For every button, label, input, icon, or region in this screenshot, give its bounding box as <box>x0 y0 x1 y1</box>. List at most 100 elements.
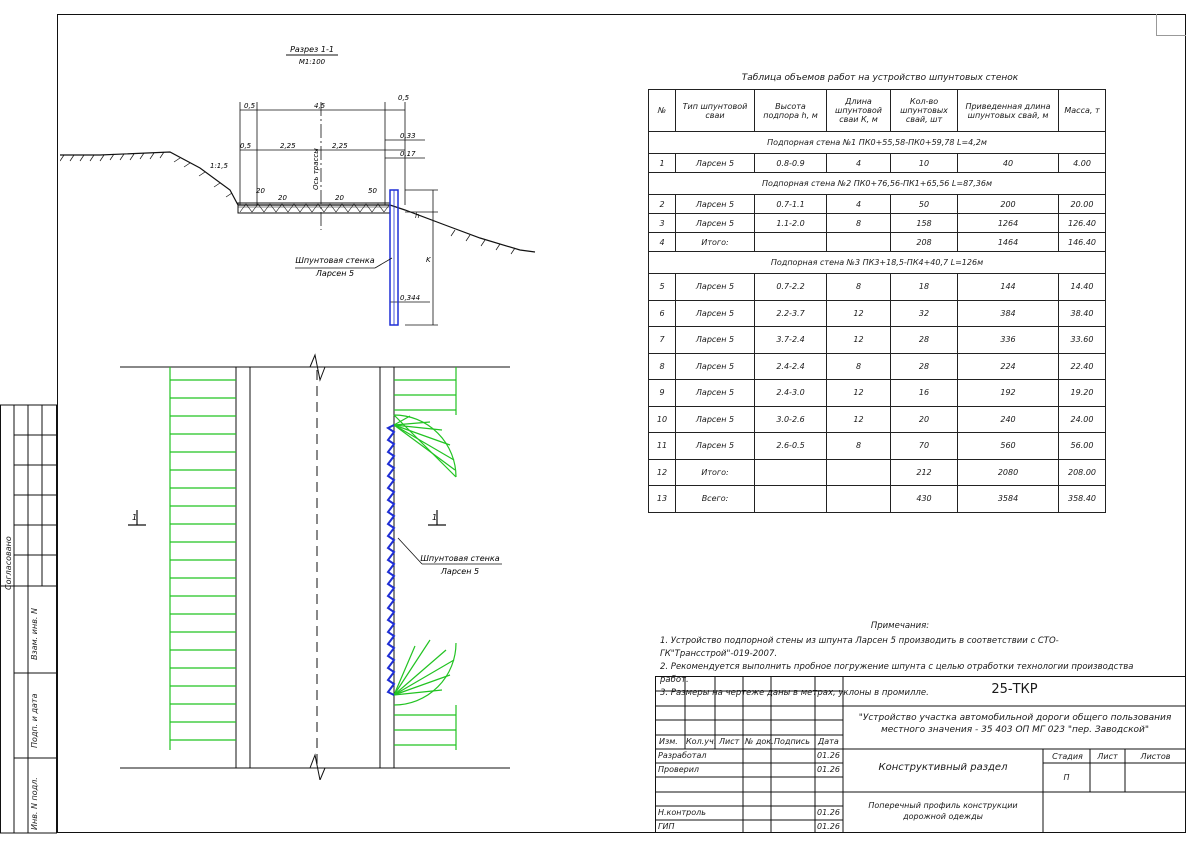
table-cell: 12 <box>826 405 891 433</box>
section-wall-label-2: Ларсен 5 <box>315 269 354 278</box>
table-cell: Всего: <box>675 485 755 513</box>
table-cell: 146.40 <box>1058 232 1106 252</box>
group-caption-row: Подпорная стена №1 ПК0+55,58-ПК0+59,78 L… <box>648 131 1106 154</box>
plan-marker-left: 1 <box>132 513 137 522</box>
dim-second-left: 0,5 <box>240 142 252 150</box>
table-cell: 1264 <box>957 213 1059 233</box>
table-cell: Ларсен 5 <box>675 405 755 433</box>
table-cell: 16 <box>890 379 958 407</box>
dim-s3: 20 <box>335 194 344 202</box>
stamp-date: 01.26 <box>817 765 840 774</box>
stamp-col-header: Лист <box>719 737 740 746</box>
plan-sheet-pile <box>386 424 396 696</box>
stamp-section-name: Конструктивный раздел <box>878 762 1008 773</box>
table-cell: 0.7-1.1 <box>754 194 827 214</box>
table-cell: 33.60 <box>1058 326 1106 354</box>
frame-corner-box <box>1156 14 1186 36</box>
table-cell: 3.0-2.6 <box>754 405 827 433</box>
table-cell: 12 <box>826 326 891 354</box>
group-caption: Подпорная стена №3 ПК3+18,5-ПК4+40,7 L=1… <box>648 251 1106 274</box>
stamp-role: Проверил <box>658 765 700 774</box>
stamp-stage-label: Стадия <box>1052 752 1083 761</box>
table-cell: 12 <box>826 299 891 327</box>
table-cell: 22.40 <box>1058 352 1106 380</box>
table-cell: 8 <box>826 432 891 460</box>
table-cell: 18 <box>890 273 958 301</box>
table-cell: Ларсен 5 <box>675 153 755 173</box>
table-cell: 10 <box>890 153 958 173</box>
table-cell: Ларсен 5 <box>675 213 755 233</box>
dim-s2: 20 <box>278 194 287 202</box>
col-header: Высота подпора h, м <box>754 89 827 132</box>
side-strip <box>0 404 57 834</box>
plan-wall-label-2: Ларсен 5 <box>440 567 479 576</box>
table-cell: 144 <box>957 273 1059 301</box>
side-label-inv-orig: Инв. N подл. <box>30 777 39 830</box>
col-header: Приведенная длина шпунтовых свай, м <box>957 89 1059 132</box>
stamp-date: 01.26 <box>817 751 840 760</box>
section-title: Разрез 1-1 <box>290 45 334 54</box>
dim-h: h <box>415 212 419 220</box>
table-cell: Ларсен 5 <box>675 379 755 407</box>
note-item: 2. Рекомендуется выполнить пробное погру… <box>660 662 1134 685</box>
stamp-date: 01.26 <box>817 808 840 817</box>
table-cell: 14.40 <box>1058 273 1106 301</box>
stamp-sheets-label: Листов <box>1140 752 1171 761</box>
table-cell: Ларсен 5 <box>675 299 755 327</box>
table-cell: 4 <box>648 232 676 252</box>
table-cell: 20 <box>890 405 958 433</box>
table-cell <box>826 458 891 486</box>
col-header: Тип шпунтовой сваи <box>675 89 755 132</box>
table-cell: 4.00 <box>1058 153 1106 173</box>
table-cell: 28 <box>890 352 958 380</box>
section-wall-label-1: Шпунтовая стенка <box>295 256 374 265</box>
stamp-col-header: Подпись <box>774 737 810 746</box>
table-cell: 38.40 <box>1058 299 1106 327</box>
table-cell: 19.20 <box>1058 379 1106 407</box>
table-cell: 384 <box>957 299 1059 327</box>
table-cell: 2.2-3.7 <box>754 299 827 327</box>
table-cell: Итого: <box>675 232 755 252</box>
table-cell <box>826 232 891 252</box>
table-cell: 1 <box>648 153 676 173</box>
table-cell: 8 <box>826 273 891 301</box>
table-cell: 1464 <box>957 232 1059 252</box>
table-cell <box>826 485 891 513</box>
table-cell: 9 <box>648 379 676 407</box>
notes: Примечания: 1. Устройство подпорной стен… <box>660 620 1140 700</box>
table-cell: 13 <box>648 485 676 513</box>
table-cell: 126.40 <box>1058 213 1106 233</box>
side-label-sign-date: Подп. и дата <box>30 693 39 749</box>
table-cell: 2.4-3.0 <box>754 379 827 407</box>
dim-r1: 0,33 <box>400 132 416 140</box>
col-header: Кол-во шпунтовых свай, шт <box>890 89 958 132</box>
cross-section-drawing: Разрез 1-1 М1:100 0,5 4,5 0,5 0,5 2,25 2… <box>60 45 536 326</box>
note-item: 3. Размеры на чертеже даны в метрах, укл… <box>660 688 929 698</box>
table-cell: 358.40 <box>1058 485 1106 513</box>
drawing-frame <box>57 14 1186 833</box>
col-header: № <box>648 89 676 132</box>
table-cell <box>754 458 827 486</box>
table-cell: 4 <box>826 194 891 214</box>
dim-half-left: 2,25 <box>280 142 296 150</box>
group-caption-row: Подпорная стена №3 ПК3+18,5-ПК4+40,7 L=1… <box>648 251 1106 274</box>
group-caption-row: Подпорная стена №2 ПК0+76,56-ПК1+65,56 L… <box>648 172 1106 195</box>
section-scale: М1:100 <box>299 58 326 66</box>
table-cell: Ларсен 5 <box>675 273 755 301</box>
table-cell: 10 <box>648 405 676 433</box>
table-cell: 560 <box>957 432 1059 460</box>
table-cell <box>754 485 827 513</box>
group-caption: Подпорная стена №1 ПК0+55,58-ПК0+59,78 L… <box>648 131 1106 154</box>
col-header: Длина шпунтовой сваи К, м <box>826 89 891 132</box>
table-cell: 1.1-2.0 <box>754 213 827 233</box>
table-cell: 2.6-0.5 <box>754 432 827 460</box>
stamp-col-header: Кол.уч. <box>686 737 717 746</box>
table-cell: 3 <box>648 213 676 233</box>
